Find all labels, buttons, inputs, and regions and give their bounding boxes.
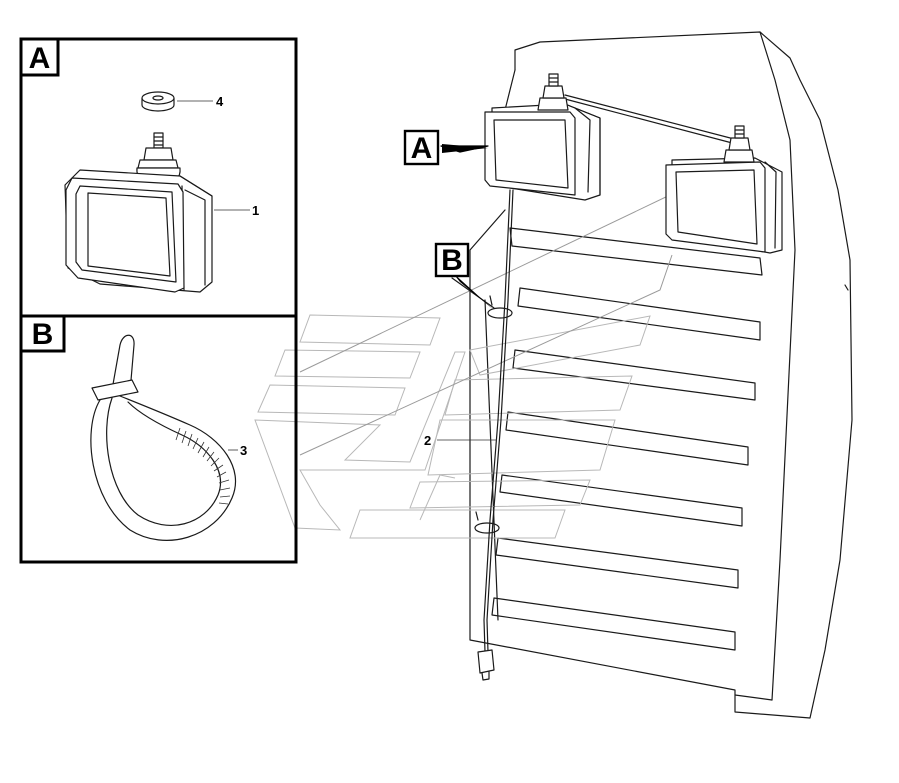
- detail-box-b: B 3: [19, 314, 298, 564]
- watermark-logo: [254, 314, 651, 539]
- plug-connector: [477, 649, 495, 674]
- cab-rear-panel: [469, 31, 853, 719]
- cable-tie-detail: [90, 334, 237, 541]
- cable-harness: [477, 94, 739, 681]
- item-3-number: 3: [240, 443, 247, 458]
- detail-b-label: B: [32, 318, 54, 351]
- callout-b[interactable]: B: [434, 242, 495, 310]
- cable-tie-lower: [474, 511, 500, 534]
- callout-a[interactable]: A: [403, 129, 489, 166]
- washer: [141, 91, 175, 112]
- callout-b-label: B: [441, 244, 463, 277]
- callout-a-label: A: [411, 132, 433, 165]
- work-lamp-right: [665, 125, 783, 254]
- item-2-number: 2: [424, 433, 431, 448]
- work-lamp-left: [484, 73, 601, 201]
- perspective-guide-lines: [299, 194, 673, 456]
- cable-tie-upper: [487, 295, 513, 319]
- item-4-number: 4: [216, 94, 224, 109]
- detail-box-a: A 4 1: [19, 37, 298, 318]
- item-1-number: 1: [252, 203, 259, 218]
- work-lamp-detail: [64, 169, 213, 293]
- detail-a-label: A: [29, 42, 51, 75]
- item-2-callout: 2: [424, 433, 497, 448]
